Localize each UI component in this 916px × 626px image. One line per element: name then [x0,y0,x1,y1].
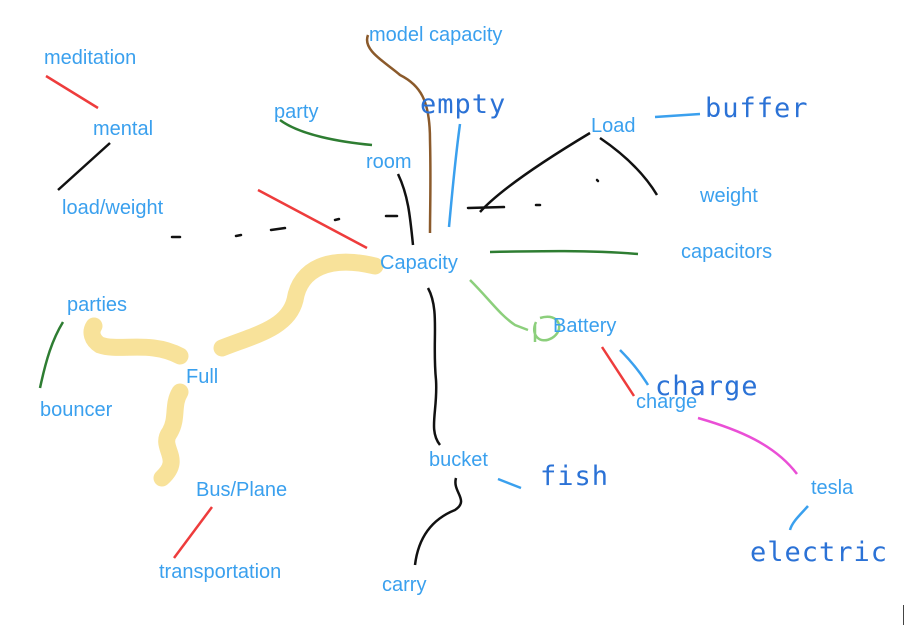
highlight-capacity-full [213,253,384,357]
link-load-capacity [479,131,591,213]
node-tesla: tesla [811,477,854,499]
node-transportation: transportation [159,561,282,583]
node-model-capacity: model capacity [369,24,503,46]
node-full: Full [186,366,219,388]
link-load-weight [599,136,659,196]
node-parties: parties [67,294,128,316]
link-capacity-capacitors [489,249,639,256]
link-loadweight-capacity [257,188,368,250]
node-carry: carry [382,574,427,596]
node-party: party [274,101,319,123]
link-room-capacity [396,173,415,246]
node-capacitors: capacitors [681,241,773,263]
node-load-weight: load/weight [62,197,164,219]
node-bucket: bucket [429,449,488,471]
text-cursor [903,605,904,625]
node-capacity: Capacity [380,252,458,274]
link-bucket-fish [497,477,522,490]
link-tesla-electric [788,505,809,531]
link-mental-loadweight [57,142,111,191]
link-load-buffer [654,112,701,119]
link-parties-bouncer [38,321,65,389]
node-load: Load [591,115,636,137]
hand-empty: empty [420,89,507,120]
link-empty-capacity [447,123,462,228]
hand-electric: electric [750,537,889,568]
link-battery-charge-hand [619,349,650,386]
node-meditation: meditation [44,47,137,69]
link-capacity-battery [469,279,529,332]
battery-doodle [533,315,561,342]
node-charge: charge [636,391,698,413]
link-modelcapacity-capacity [365,34,432,234]
node-battery: Battery [553,315,617,337]
highlight-full-parties [83,317,189,365]
link-party-room [279,118,373,147]
hand-charge: charge [655,371,759,402]
hand-buffer: buffer [705,93,809,124]
link-bucket-carry [413,477,463,566]
node-mental: mental [93,118,154,140]
link-battery-charge [600,346,636,397]
link-busplane-transportation [172,506,214,559]
node-bouncer: bouncer [40,399,113,421]
link-capacity-bucket [426,287,442,446]
node-bus-plane: Bus/Plane [196,479,288,501]
highlight-full-busplane [153,383,189,487]
link-charge-tesla [697,416,798,475]
link-meditation-mental [45,74,99,110]
hand-fish: fish [540,461,610,492]
node-weight: weight [700,185,758,207]
node-room: room [366,151,412,173]
dash-marks [170,178,600,239]
